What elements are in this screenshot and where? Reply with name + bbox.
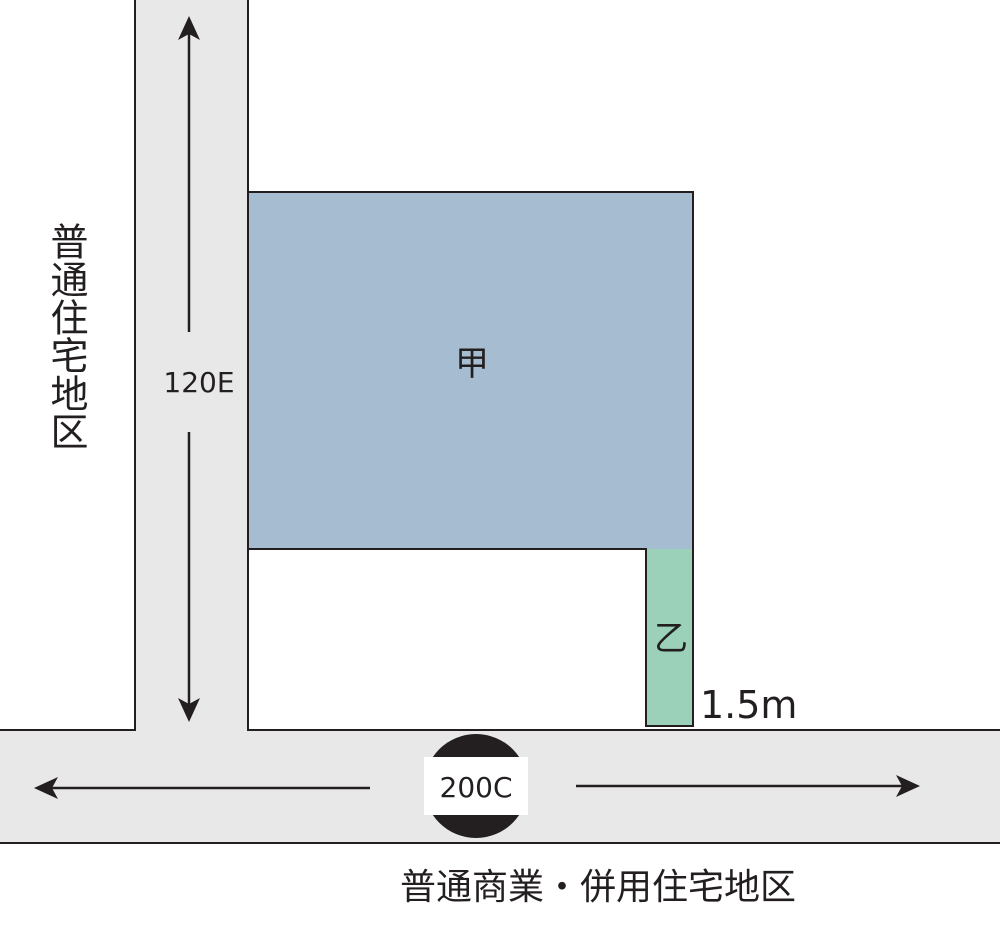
plot-outline: [249, 191, 694, 727]
front-road-label: 200C: [440, 771, 513, 804]
side-road-label: 120E: [163, 366, 234, 399]
side-road-arrow: [178, 16, 200, 722]
route-marker: [424, 734, 528, 838]
bottom-zone-label: 普通商業・併用住宅地区: [400, 867, 797, 908]
front-road-arrow: [34, 775, 920, 799]
plot-kou-label: 甲: [455, 344, 489, 384]
side-road: [135, 0, 248, 730]
road-edge-lines: [0, 0, 1000, 844]
otsu-width-label: 1.5m: [700, 683, 797, 727]
plot-kou: [249, 192, 693, 549]
left-zone-label: 普通住宅地区: [44, 222, 88, 450]
plot-otsu-label: 乙: [654, 619, 688, 659]
plot-otsu: [646, 549, 693, 726]
